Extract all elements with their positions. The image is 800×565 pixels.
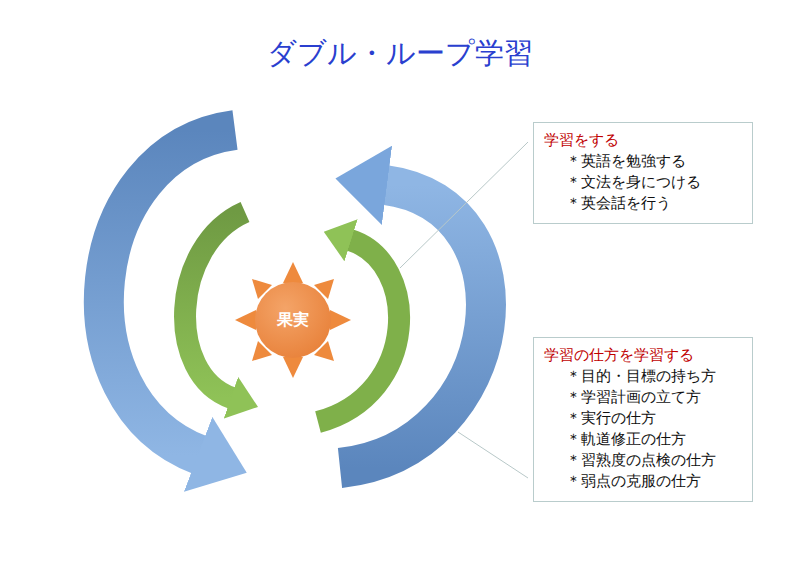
- callout-item: ＊英会話を行う: [544, 193, 740, 214]
- callout-heading: 学習の仕方を学習する: [544, 345, 740, 366]
- callout-box: 学習をする＊英語を勉強する＊文法を身につける＊英会話を行う: [533, 122, 753, 224]
- callout-item: ＊目的・目標の持ち方: [544, 366, 740, 387]
- callout-item: ＊弱点の克服の仕方: [544, 471, 740, 492]
- callout-item: ＊実行の仕方: [544, 408, 740, 429]
- node-label: 果実: [277, 310, 309, 331]
- callout-box: 学習の仕方を学習する＊目的・目標の持ち方＊学習計画の立て方＊実行の仕方＊軌道修正…: [533, 337, 753, 502]
- callout-item: ＊軌道修正の仕方: [544, 429, 740, 450]
- callout-item: ＊文法を身につける: [544, 172, 740, 193]
- callout-item: ＊習熟度の点検の仕方: [544, 450, 740, 471]
- callout-heading: 学習をする: [544, 130, 740, 151]
- callout-item: ＊英語を勉強する: [544, 151, 740, 172]
- fruit-circle: 果実: [255, 282, 331, 358]
- diagram-title: ダブル・ループ学習: [0, 34, 800, 74]
- callout-item: ＊学習計画の立て方: [544, 387, 740, 408]
